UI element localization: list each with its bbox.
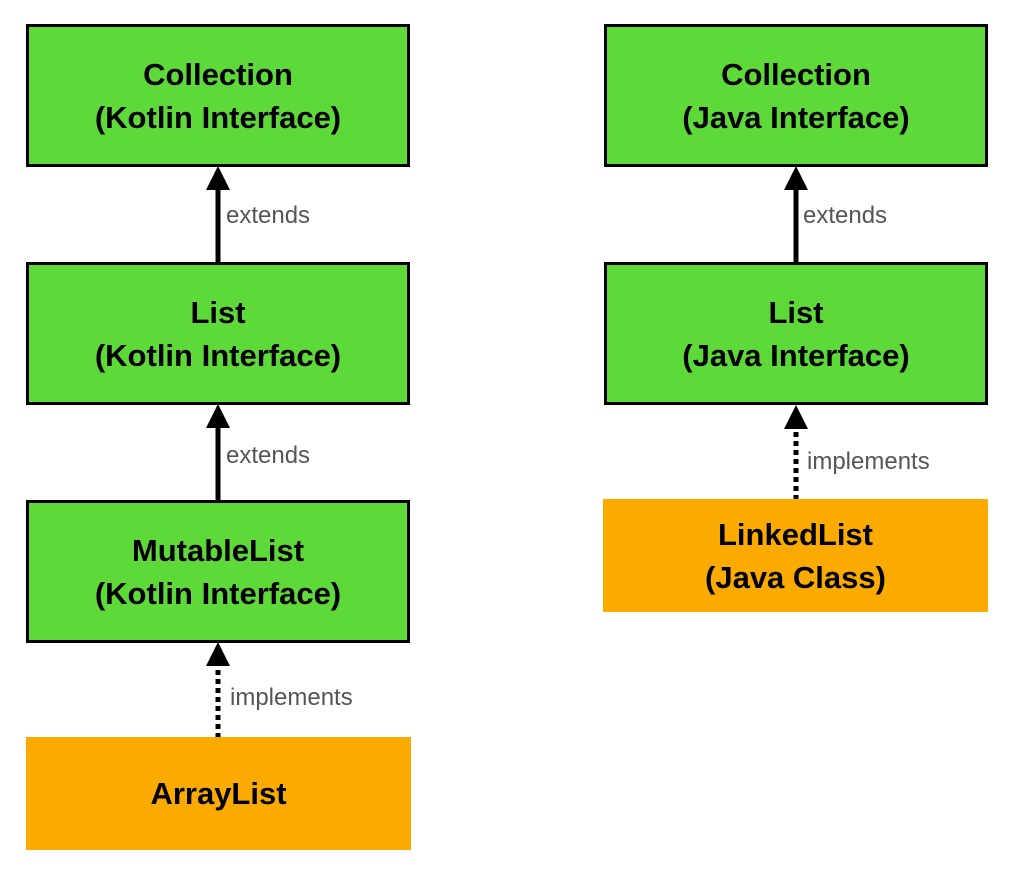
- node-title: ArrayList: [150, 776, 287, 811]
- left-extends-arrow-1: [206, 166, 230, 262]
- node-subtitle: (Kotlin Interface): [94, 575, 342, 611]
- java-collection-node: Collection (Java Interface): [604, 24, 988, 167]
- edge-label-extends: extends: [803, 202, 888, 229]
- edge-label-implements: implements: [807, 448, 930, 475]
- edge-label-extends: extends: [226, 442, 311, 469]
- arraylist-node: ArrayList: [26, 737, 411, 850]
- node-title: Collection: [721, 56, 871, 92]
- edge-label-implements: implements: [230, 684, 353, 711]
- kotlin-mutablelist-node: MutableList (Kotlin Interface): [26, 500, 410, 643]
- right-implements-arrow: [784, 405, 808, 500]
- node-subtitle: (Java Interface): [682, 337, 910, 373]
- node-subtitle: (Java Interface): [682, 99, 910, 135]
- edge-label-extends: extends: [226, 202, 311, 229]
- node-title: List: [190, 294, 246, 330]
- node-title: List: [768, 294, 824, 330]
- right-extends-arrow: [784, 166, 808, 262]
- kotlin-collection-node: Collection (Kotlin Interface): [26, 24, 410, 167]
- linkedlist-node: LinkedList (Java Class): [603, 499, 988, 612]
- left-extends-arrow-2: [206, 404, 230, 500]
- node-title: MutableList: [131, 532, 305, 568]
- node-title: Collection: [143, 56, 293, 92]
- node-subtitle: (Kotlin Interface): [94, 337, 342, 373]
- node-subtitle: (Java Class): [705, 559, 886, 595]
- kotlin-list-node: List (Kotlin Interface): [26, 262, 410, 405]
- left-implements-arrow: [206, 642, 230, 738]
- node-subtitle: (Kotlin Interface): [94, 99, 342, 135]
- node-title: LinkedList: [717, 516, 873, 552]
- java-list-node: List (Java Interface): [604, 262, 988, 405]
